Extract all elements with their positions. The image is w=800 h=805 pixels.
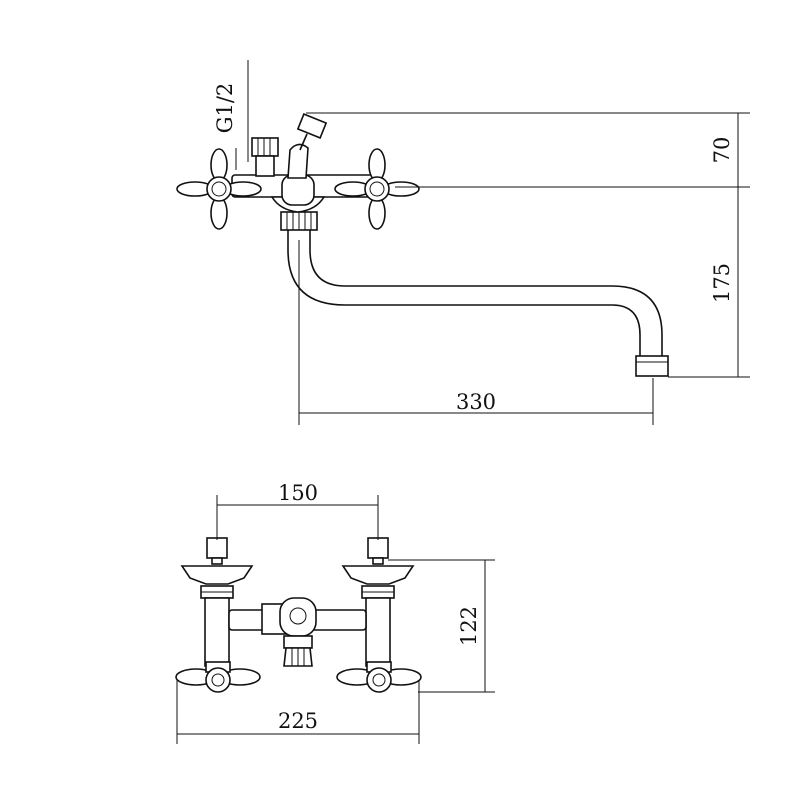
left-inlet-column [180, 537, 254, 667]
right-cross-handle [334, 148, 420, 230]
diverter [287, 113, 328, 179]
spout-reach-label: 330 [456, 390, 496, 414]
handle-to-top-label: 70 [710, 137, 734, 164]
handle-span-label: 225 [278, 709, 318, 733]
right-lower-handle [336, 661, 422, 693]
spout-drop-label: 175 [710, 263, 734, 303]
dim-handle-span: 225 [176, 680, 420, 744]
front-view: 150 122 225 [175, 481, 495, 744]
right-inlet-column [341, 537, 415, 667]
spout [287, 228, 669, 377]
dim-body-height: 122 [388, 559, 495, 693]
wall-inlet [251, 137, 279, 177]
inlet-spacing-label: 150 [278, 481, 318, 505]
side-view: G1/2 70 175 330 [176, 60, 750, 425]
left-lower-handle [175, 661, 261, 693]
left-cross-handle [176, 148, 262, 230]
dim-thread: G1/2 [213, 60, 249, 170]
spout-nut [280, 211, 318, 231]
body-height-label: 122 [457, 606, 481, 646]
front-body [228, 597, 367, 637]
dim-spout-drop: 175 [668, 187, 750, 378]
front-outlet [283, 635, 313, 667]
dim-handle-to-top: 70 [306, 112, 750, 188]
thread-label: G1/2 [213, 83, 237, 134]
dim-spout-reach: 330 [298, 240, 654, 425]
dim-inlet-spacing: 150 [216, 481, 379, 540]
